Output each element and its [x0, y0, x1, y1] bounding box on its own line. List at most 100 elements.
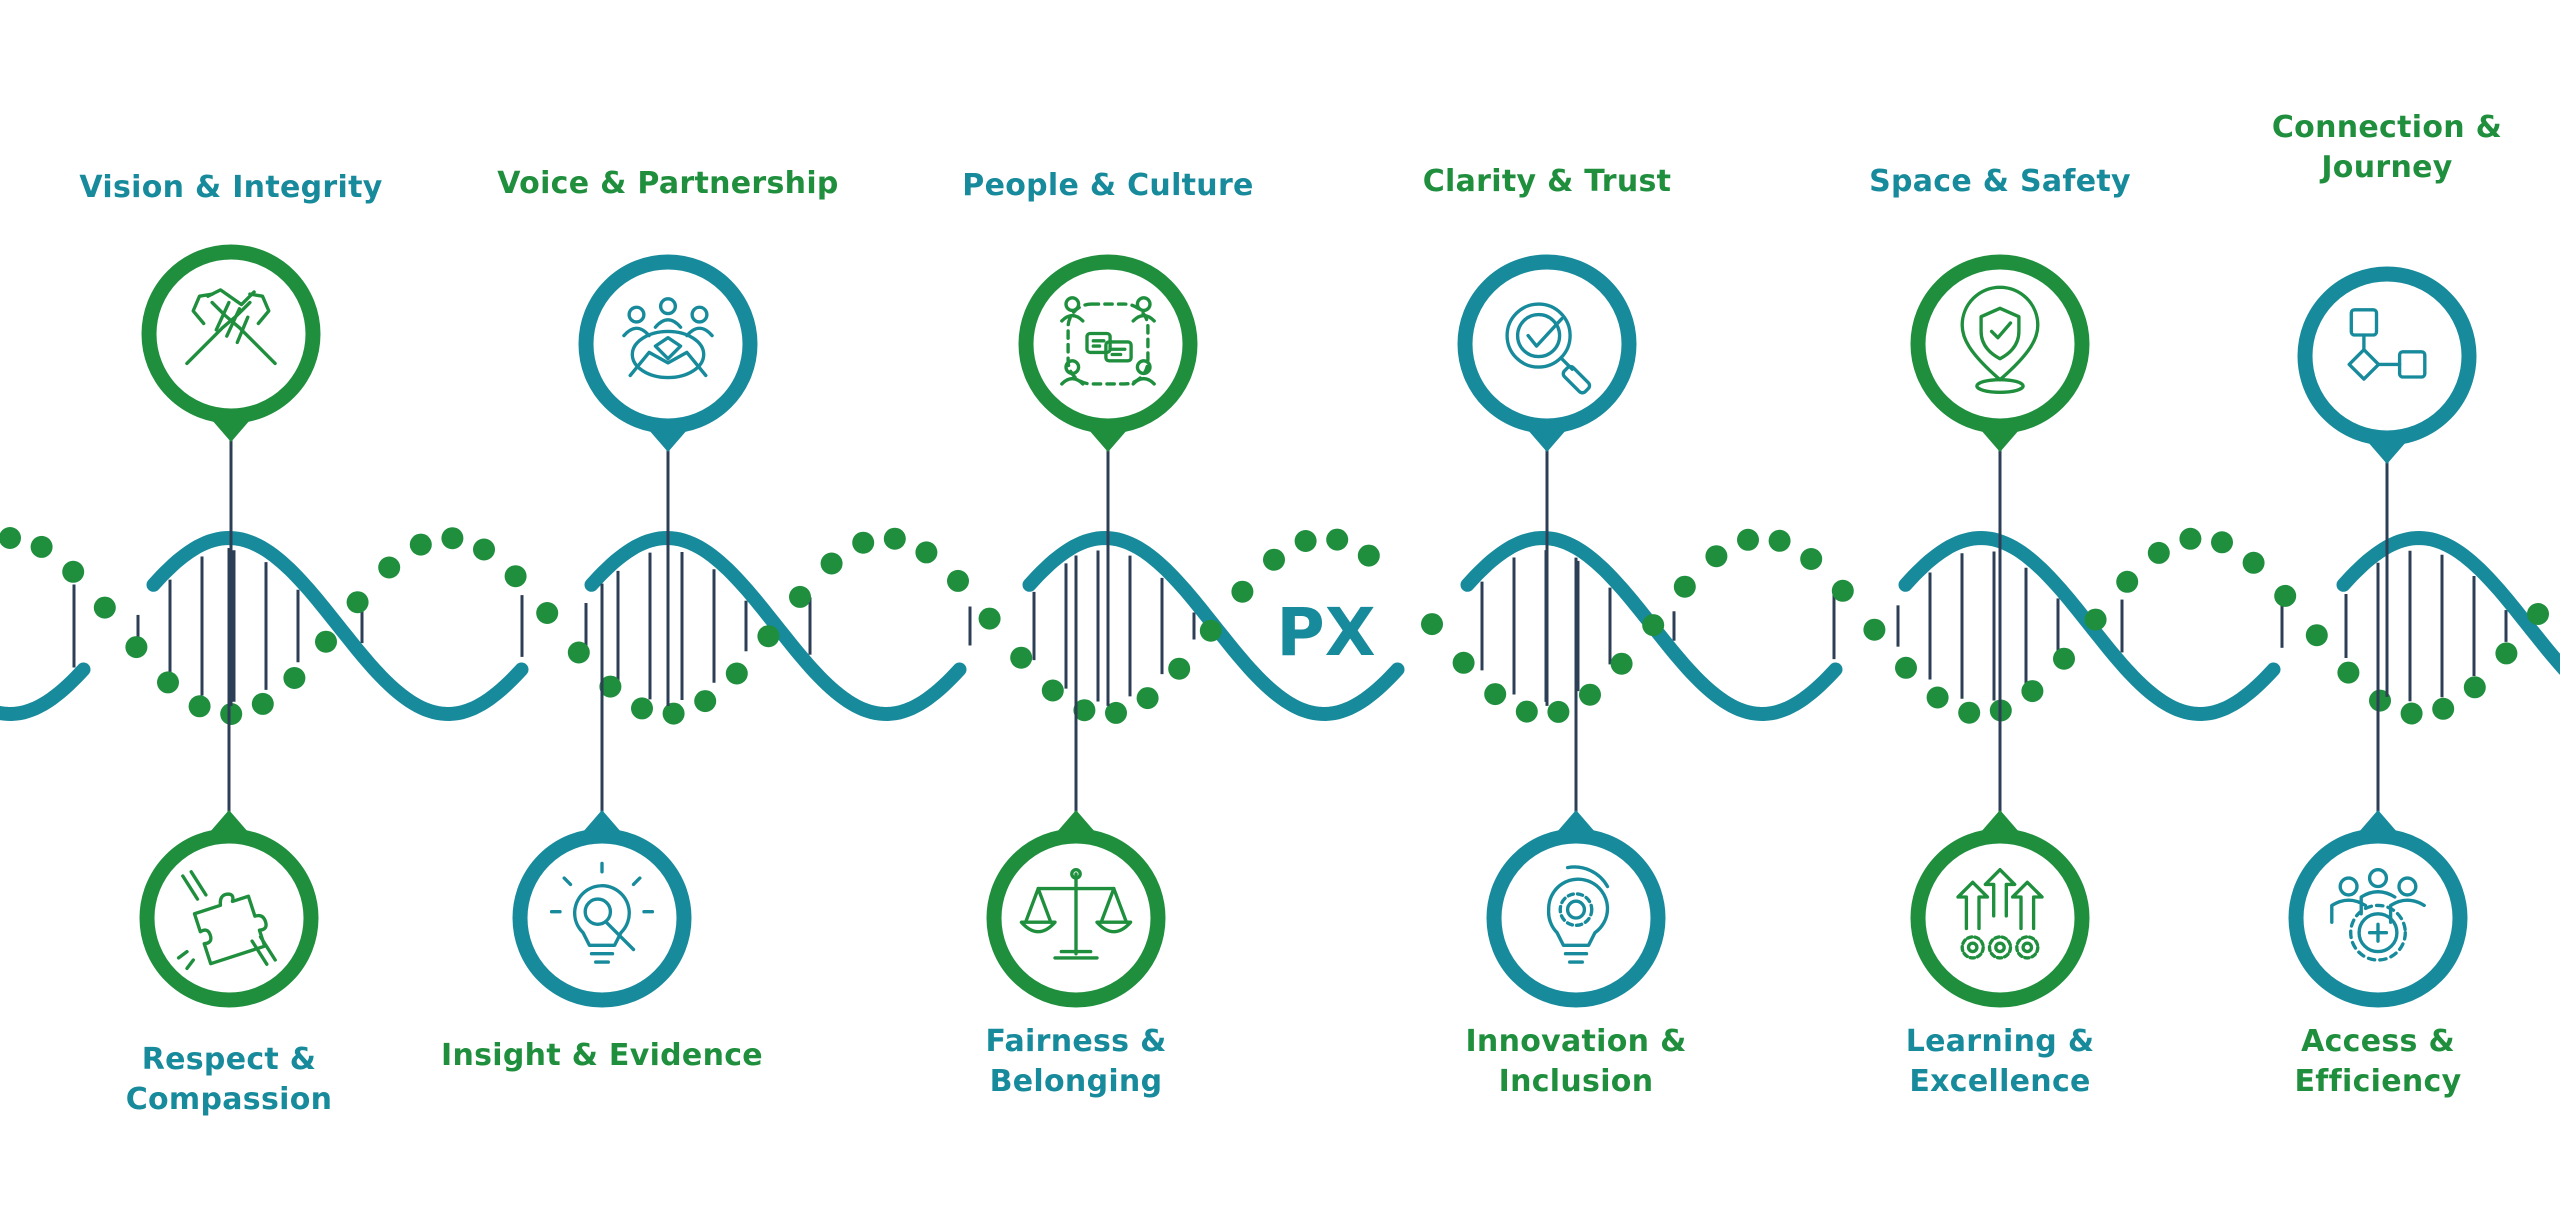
label-line: Belonging	[989, 1064, 1163, 1099]
top-label-2: People & Culture	[928, 166, 1288, 206]
group-medical-icon	[2330, 868, 2426, 962]
strand-dot	[2084, 608, 2107, 631]
strand-dot	[1199, 619, 1222, 642]
strand-dot	[2495, 642, 2518, 665]
label-line: People & Culture	[962, 168, 1254, 203]
puzzle-hands-icon	[176, 870, 277, 971]
top-label-4: Space & Safety	[1820, 162, 2180, 202]
strand-dot	[1895, 656, 1917, 679]
strand-dot	[2179, 527, 2202, 550]
flowchart-icon	[2347, 308, 2427, 381]
strand-dot	[0, 527, 21, 549]
strand-dot	[2527, 603, 2549, 625]
strand-dot	[757, 625, 780, 648]
bottom-label-0: Respect &Compassion	[49, 1040, 409, 1120]
strand-dot	[1421, 613, 1443, 636]
top-label-5: Connection &Journey	[2207, 108, 2560, 188]
strand-dot	[1642, 614, 1665, 637]
strand-dot	[852, 531, 875, 554]
strand-dot	[1484, 683, 1507, 706]
lightbulb-search-icon	[549, 861, 655, 964]
label-line: Space & Safety	[1869, 164, 2131, 199]
pin-ring	[1910, 254, 2090, 434]
strand-dot	[1768, 529, 1791, 552]
strand-dot	[631, 697, 653, 720]
strand-dot	[504, 565, 527, 588]
strand-dot	[2305, 624, 2328, 647]
strand-dot	[2116, 570, 2139, 593]
strand-dot	[725, 662, 748, 685]
strand-dot	[30, 535, 53, 558]
strand-dot	[820, 552, 843, 575]
pin-ring	[139, 828, 319, 1008]
top-label-0: Vision & Integrity	[51, 168, 411, 208]
strand-dot	[883, 527, 906, 550]
strand-dots	[0, 527, 2549, 725]
pin-ring	[141, 244, 321, 424]
strand-dot	[599, 675, 622, 698]
label-line: Learning &	[1905, 1024, 2095, 1059]
strand-dot	[1136, 687, 1159, 710]
strand-dot	[283, 667, 306, 689]
lightbulb-gear-icon	[1546, 865, 1610, 964]
label-line: Excellence	[1909, 1064, 2091, 1099]
strand-dot	[2337, 661, 2360, 684]
strand-dot	[2147, 541, 2170, 564]
strand-dot	[1958, 701, 1981, 724]
strand-segment	[0, 662, 91, 722]
bottom-node-5	[2288, 562, 2468, 1008]
base-pair-lines	[72, 550, 2508, 702]
bottom-label-4: Learning & Excellence	[1820, 1022, 2180, 1102]
strand-dot	[441, 527, 464, 550]
bottom-label-5: Access &Efficiency	[2198, 1022, 2558, 1102]
strand-dot	[2432, 697, 2455, 720]
bottom-node-2	[986, 555, 1166, 1008]
label-line: Inclusion	[1498, 1064, 1654, 1099]
label-line: Voice & Partnership	[497, 166, 839, 201]
strand-dot	[1673, 575, 1696, 598]
strand-dot	[157, 671, 179, 694]
strand-segment	[2336, 530, 2560, 675]
strand-dot	[1231, 580, 1254, 603]
label-line: Efficiency	[2294, 1064, 2462, 1099]
pin-ring	[1910, 828, 2090, 1008]
pin-ring	[1457, 254, 1637, 434]
strand-dot	[2242, 551, 2265, 574]
label-line: Insight & Evidence	[441, 1038, 763, 1073]
strand-dot	[1326, 528, 1349, 551]
strand-dot	[2274, 584, 2297, 607]
strand-dot	[1737, 528, 1759, 551]
strand-dot	[1863, 618, 1886, 641]
strand-segment	[146, 530, 529, 722]
magnifier-check-icon	[1505, 302, 1592, 395]
strand-dot	[662, 702, 685, 725]
strand-dot	[1010, 646, 1033, 669]
team-collaboration-icon	[622, 297, 714, 380]
strand-dot	[1926, 686, 1949, 709]
top-label-1: Voice & Partnership	[488, 164, 848, 204]
strand-dot	[915, 541, 938, 564]
strand-dot	[346, 591, 369, 614]
center-px-label: PX	[1276, 594, 1375, 671]
strand-dot	[1610, 652, 1633, 675]
strand-dot	[93, 596, 116, 619]
top-node-3	[1457, 254, 1637, 706]
bottom-node-0	[139, 548, 319, 1008]
strand-dot	[1168, 657, 1191, 680]
pin-ring	[1018, 254, 1198, 434]
strand-dot	[2400, 702, 2423, 725]
strand-dot	[1294, 530, 1317, 552]
bottom-node-4	[1910, 551, 2090, 1008]
bottom-node-3	[1486, 557, 1666, 1008]
strand-dot	[2463, 676, 2486, 699]
bottom-label-2: Fairness &Belonging	[896, 1022, 1256, 1102]
strand-dot	[2021, 680, 2044, 703]
balance-scale-icon	[1019, 868, 1133, 960]
top-node-5	[2297, 266, 2477, 697]
strand-dot	[2211, 531, 2233, 554]
strand-dot	[567, 641, 590, 664]
strand-dot	[473, 538, 495, 561]
strand-dot	[1041, 679, 1064, 702]
shield-location-icon	[1960, 285, 2040, 394]
